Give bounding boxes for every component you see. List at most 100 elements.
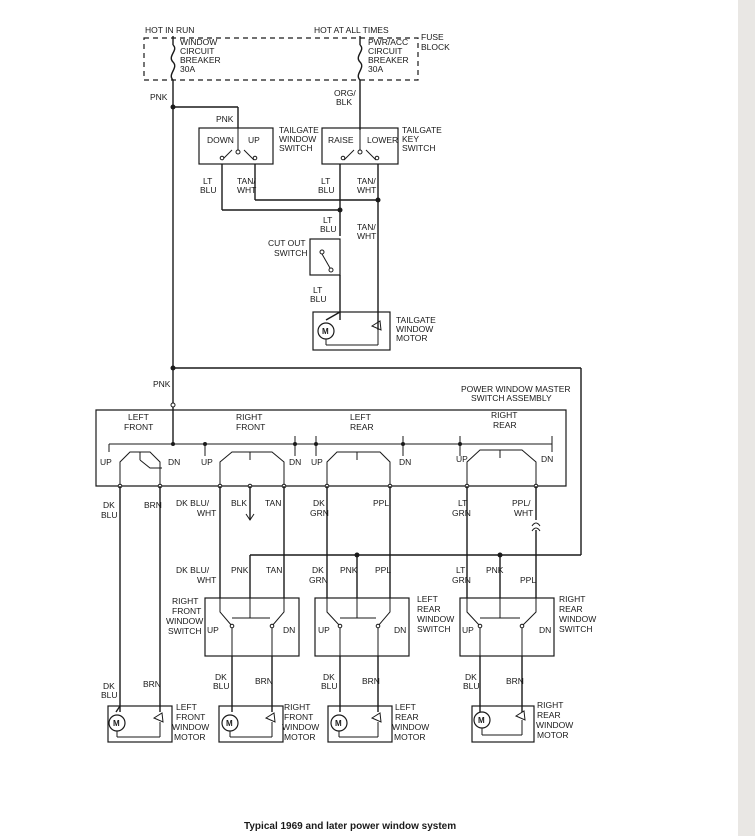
diagram-caption: Typical 1969 and later power window syst… — [244, 821, 456, 832]
hot-in-run-label: HOT IN RUN — [145, 25, 194, 35]
rf-switch-l1: RIGHT — [172, 596, 198, 606]
tailgate-motor-box — [312, 311, 391, 351]
wire-dk-grn-lr1: DK — [313, 498, 325, 508]
window-motors: M LEFT FRONT WINDOW MOTOR M RIGHT FRONT … — [107, 700, 573, 743]
wire-pnk-top: PNK — [150, 92, 168, 102]
rf-switch-l2: FRONT — [172, 606, 201, 616]
master-rf-dn: DN — [289, 457, 301, 467]
wire-lt-blu-d2: BLU — [310, 294, 327, 304]
motor-rr-l1: RIGHT — [537, 700, 563, 710]
wire-brn-lfm: BRN — [143, 679, 161, 689]
tailgate-window-switch-l3: SWITCH — [279, 143, 313, 153]
master-lf-up: UP — [100, 457, 112, 467]
wire-ppl-lr2: PPL — [375, 565, 391, 575]
wire-dk-blu-rfm1: DK — [215, 672, 227, 682]
wire-pnk-tailgate: PNK — [216, 114, 234, 124]
wire-lt-blu-a2: BLU — [200, 185, 217, 195]
rf-switch-l4: SWITCH — [168, 626, 202, 636]
wire-tan-wht-b1: TAN/ — [357, 176, 376, 186]
master-title-l2: SWITCH ASSEMBLY — [471, 393, 552, 403]
motor-letter-rf: M — [226, 719, 233, 728]
master-title-l1: POWER WINDOW MASTER — [461, 384, 571, 394]
motor-rf-l4: MOTOR — [284, 732, 315, 742]
tailgate-circuit: PNK PNK ORG/ BLK DOWN UP TAILGATE WINDOW… — [150, 80, 442, 400]
wire-dk-blu-wht-rf3: DK BLU/ — [176, 565, 210, 575]
lr-switch-l4: SWITCH — [417, 624, 451, 634]
right-rear-window-switch: UP DN RIGHT REAR WINDOW SWITCH — [459, 594, 596, 657]
master-switch-assembly: PNK POWER WINDOW MASTER SWITCH ASSEMBLY … — [95, 365, 582, 555]
motor-lf-l2: FRONT — [176, 712, 205, 722]
wire-dk-blu-wht-rf2: WHT — [197, 508, 216, 518]
wire-dk-blu-lrm1: DK — [323, 672, 335, 682]
tailgate-lower-label: LOWER — [367, 135, 398, 145]
breaker-pwr-line1: PWR/ACC — [368, 37, 408, 47]
breaker-pwr-line4: 30A — [368, 64, 383, 74]
wire-tan-wht-a2: WHT — [237, 185, 256, 195]
left-rear-motor: M LEFT REAR WINDOW MOTOR — [327, 702, 429, 743]
door-switches: UP DN RIGHT FRONT WINDOW SWITCH UP DN LE… — [166, 594, 596, 657]
fuse-block-outline — [143, 37, 419, 81]
wire-dk-blu-lf2: BLU — [101, 510, 118, 520]
motor-lf-l1: LEFT — [176, 702, 197, 712]
master-lr-up: UP — [311, 457, 323, 467]
wire-tan-wht-a1: TAN/ — [237, 176, 256, 186]
rr-switch-l4: SWITCH — [559, 624, 593, 634]
breaker-window-line1: WINDOW — [180, 37, 217, 47]
master-rr-dn: DN — [541, 454, 553, 464]
wire-brn-rfm: BRN — [255, 676, 273, 686]
motor-rf-l1: RIGHT — [284, 702, 310, 712]
wire-org-blk-1: ORG/ — [334, 88, 356, 98]
motor-lr-l3: WINDOW — [392, 722, 429, 732]
wire-lt-blu-b2: BLU — [318, 185, 335, 195]
wire-lt-blu-b1: LT — [321, 176, 330, 186]
master-lr-dn: DN — [399, 457, 411, 467]
wire-dk-blu-lrm2: BLU — [321, 681, 338, 691]
wire-dk-blu-lfm1: DK — [103, 681, 115, 691]
motor-rr-l2: REAR — [537, 710, 561, 720]
section-right-rear-l1: RIGHT — [491, 410, 517, 420]
fuse-block: HOT IN RUN HOT AT ALL TIMES FUSE BLOCK W… — [143, 25, 450, 81]
hot-at-all-times-label: HOT AT ALL TIMES — [314, 25, 389, 35]
rr-switch-up: UP — [462, 625, 474, 635]
rr-switch-l2: REAR — [559, 604, 583, 614]
cut-out-switch-box — [309, 238, 341, 276]
motor-rf-l3: WINDOW — [282, 722, 319, 732]
motor-lr-l2: REAR — [395, 712, 419, 722]
wire-dk-blu-rrm2: BLU — [463, 681, 480, 691]
wire-lt-grn-rr1: LT — [458, 498, 467, 508]
breaker-window-line2: CIRCUIT — [180, 46, 214, 56]
tailgate-key-switch-l3: SWITCH — [402, 143, 436, 153]
wire-lt-blu-a1: LT — [203, 176, 212, 186]
cut-out-switch-l2: SWITCH — [274, 248, 308, 258]
wire-lt-grn-rr2: GRN — [452, 508, 471, 518]
tailgate-key-switch-l2: KEY — [402, 134, 419, 144]
motor-letter-lr: M — [335, 719, 342, 728]
wire-tan-wht-b2: WHT — [357, 185, 376, 195]
right-front-window-switch: UP DN RIGHT FRONT WINDOW SWITCH — [166, 596, 300, 657]
tailgate-motor-l3: MOTOR — [396, 333, 427, 343]
wire-brn-lf: BRN — [144, 500, 162, 510]
rf-switch-up: UP — [207, 625, 219, 635]
section-left-front-l1: LEFT — [128, 412, 149, 422]
rr-switch-dn: DN — [539, 625, 551, 635]
wire-tan-wht-c1: TAN/ — [357, 222, 376, 232]
wire-brn-rrm: BRN — [506, 676, 524, 686]
section-right-rear-l2: REAR — [493, 420, 517, 430]
master-rr-up: UP — [456, 454, 468, 464]
wire-ppl-rr: PPL — [520, 575, 536, 585]
wire-dk-blu-lf1: DK — [103, 500, 115, 510]
motor-lr-l4: MOTOR — [394, 732, 425, 742]
lr-switch-l3: WINDOW — [417, 614, 454, 624]
wire-blk-rf: BLK — [231, 498, 247, 508]
wire-ppl-wht-rr1: PPL/ — [512, 498, 531, 508]
wire-pnk-rr: PNK — [486, 565, 504, 575]
wire-ppl-wht-rr2: WHT — [514, 508, 533, 518]
left-front-motor: M LEFT FRONT WINDOW MOTOR — [107, 702, 209, 743]
wire-dk-blu-wht-rf1: DK BLU/ — [176, 498, 210, 508]
motor-letter-rr: M — [478, 716, 485, 725]
breaker-pwr-line2: CIRCUIT — [368, 46, 402, 56]
lr-switch-up: UP — [318, 625, 330, 635]
motor-lr-l1: LEFT — [395, 702, 416, 712]
master-lf-dn: DN — [168, 457, 180, 467]
